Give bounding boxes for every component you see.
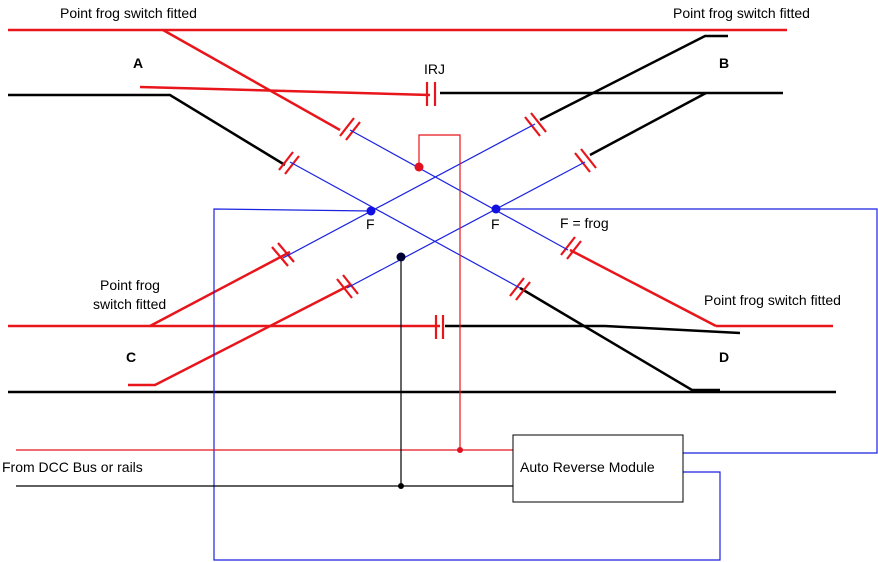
label-point-frog-right: Point frog switch fitted [704,292,841,308]
gap-2 [278,151,300,175]
gap-3 [524,112,547,137]
blue-diag-up [282,123,536,259]
label-irj: IRJ [424,61,445,77]
red-feeder [16,134,513,451]
label-track-a: A [133,55,143,71]
diverging-red-right-to-d [569,248,717,328]
left-frog-feeder [213,208,721,561]
diverging-black-b-upper [539,34,728,122]
label-track-c: C [126,349,136,365]
label-track-b: B [719,55,729,71]
label-dcc-source: From DCC Bus or rails [2,459,143,475]
red-dropper [418,134,461,450]
gap-7 [560,236,582,260]
label-frog-right: F [491,216,500,232]
diverging-red-top-left [162,28,341,132]
black-junction-dot [396,252,406,262]
label-frog-left: F [366,216,375,232]
red-junction-dot [414,162,424,172]
black-feeder [16,257,513,487]
gap-5 [271,242,295,267]
gap-4 [574,148,597,173]
diverging-black-d [519,286,720,392]
rail-c-d-black [445,324,741,335]
blue-diag-up-2 [346,161,586,289]
diverging-black-b-lower [589,91,707,157]
label-point-frog-left-2: switch fitted [93,296,166,312]
frog-left-dot [366,206,376,216]
label-track-d: D [719,349,729,365]
blue-feeders [213,208,878,561]
label-point-frog-left-1: Point frog [100,277,160,293]
diverging-red-c-upper [149,250,291,328]
rail-a-black [8,93,286,167]
auto-reverse-module [512,434,684,503]
gap-1 [339,117,361,141]
gap-6 [336,274,359,299]
diverging-red-c-lower [128,283,351,387]
frog-right-dot [491,204,501,214]
label-point-frog-top-left: Point frog switch fitted [60,5,197,21]
label-point-frog-top-right: Point frog switch fitted [673,5,810,21]
right-frog-feeder [496,208,878,454]
label-frog-legend: F = frog [560,215,609,231]
rail-a-red [139,85,431,97]
irj-top [425,82,437,106]
black-bus-dot [398,483,404,489]
blue-crossing [282,123,586,289]
blue-diag-down [349,129,569,251]
label-module: Auto Reverse Module [520,459,655,475]
red-rails [8,28,833,387]
insulated-joints [271,82,597,339]
red-bus-dot [457,447,463,453]
irj-c [434,315,445,339]
black-rails [8,34,836,394]
blue-diag-down-2 [289,161,521,289]
